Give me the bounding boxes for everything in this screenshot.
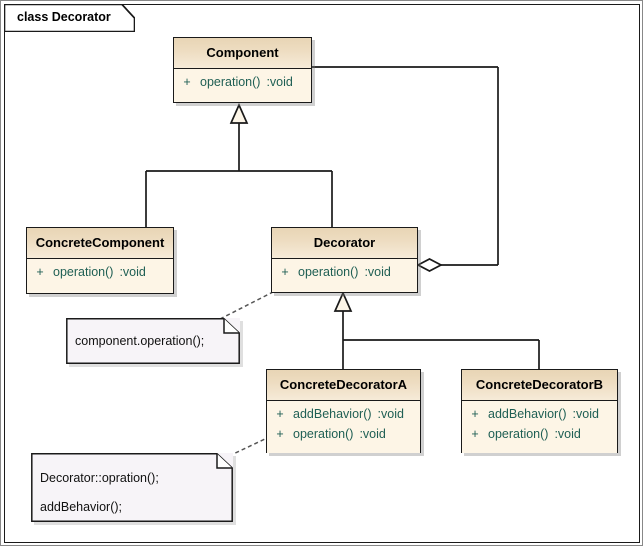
member-signature: operation() — [488, 427, 549, 441]
member-type: :void — [119, 265, 146, 279]
member-type: :void — [364, 265, 391, 279]
class-members-decorator: + operation() :void — [272, 259, 417, 291]
member-visibility: + — [276, 407, 284, 421]
class-member-row: + operation() :void — [174, 75, 311, 95]
note-box-decorator[interactable]: component.operation(); — [66, 318, 240, 364]
member-signature: addBehavior() — [488, 407, 567, 421]
class-member-row: + addBehavior() :void — [267, 407, 420, 427]
note-box-concrete-decorator-a[interactable]: Decorator::opration(); addBehavior(); — [31, 453, 233, 522]
class-name-concretecomponent: ConcreteComponent — [27, 228, 173, 259]
member-visibility: + — [471, 427, 479, 441]
member-type: :void — [359, 427, 386, 441]
generalization-arrow-decorator — [333, 290, 353, 312]
class-members-concretedecoratora: + addBehavior() :void + operation() :voi… — [267, 401, 420, 453]
class-member-row: + operation() :void — [272, 265, 417, 285]
class-member-row: + operation() :void — [27, 265, 173, 285]
class-name-component: Component — [174, 38, 311, 69]
class-box-concretedecoratora[interactable]: ConcreteDecoratorA + addBehavior() :void… — [266, 369, 421, 453]
class-member-row: + addBehavior() :void — [462, 407, 617, 427]
member-signature: operation() — [293, 427, 354, 441]
diagram-title-label: class Decorator — [17, 10, 111, 24]
aggregation-diamond — [416, 258, 443, 272]
class-name-decorator: Decorator — [272, 228, 417, 259]
member-visibility: + — [276, 427, 284, 441]
class-member-row: + operation() :void — [267, 427, 420, 447]
class-box-concretecomponent[interactable]: ConcreteComponent + operation() :void — [26, 227, 174, 294]
class-members-component: + operation() :void — [174, 69, 311, 101]
member-type: :void — [377, 407, 404, 421]
class-member-row: + operation() :void — [462, 427, 617, 447]
note-line: component.operation(); — [75, 334, 205, 348]
member-signature: addBehavior() — [293, 407, 372, 421]
generalization-to-component — [145, 123, 333, 227]
member-visibility: + — [471, 407, 479, 421]
member-type: :void — [554, 427, 581, 441]
class-box-component[interactable]: Component + operation() :void — [173, 37, 312, 103]
class-name-concretedecoratorb: ConcreteDecoratorB — [462, 370, 617, 401]
note-link-concrete-decorator-a — [228, 437, 268, 457]
member-visibility: + — [281, 265, 289, 279]
member-signature: operation() — [200, 75, 261, 89]
note-link-decorator — [219, 291, 274, 320]
member-type: :void — [266, 75, 293, 89]
member-visibility: + — [183, 75, 191, 89]
class-members-concretedecoratorb: + addBehavior() :void + operation() :voi… — [462, 401, 617, 453]
generalization-to-decorator — [342, 311, 540, 369]
generalization-arrow-component — [229, 102, 249, 124]
member-signature: operation() — [53, 265, 114, 279]
note-line: Decorator::opration(); — [40, 471, 159, 485]
class-box-concretedecoratorb[interactable]: ConcreteDecoratorB + addBehavior() :void… — [461, 369, 618, 453]
member-visibility: + — [36, 265, 44, 279]
note-line: addBehavior(); — [40, 499, 122, 514]
class-name-concretedecoratora: ConcreteDecoratorA — [267, 370, 420, 401]
member-type: :void — [572, 407, 599, 421]
diagram-frame-tab: class Decorator — [4, 4, 135, 32]
class-members-concretecomponent: + operation() :void — [27, 259, 173, 291]
member-signature: operation() — [298, 265, 359, 279]
class-box-decorator[interactable]: Decorator + operation() :void — [271, 227, 418, 293]
